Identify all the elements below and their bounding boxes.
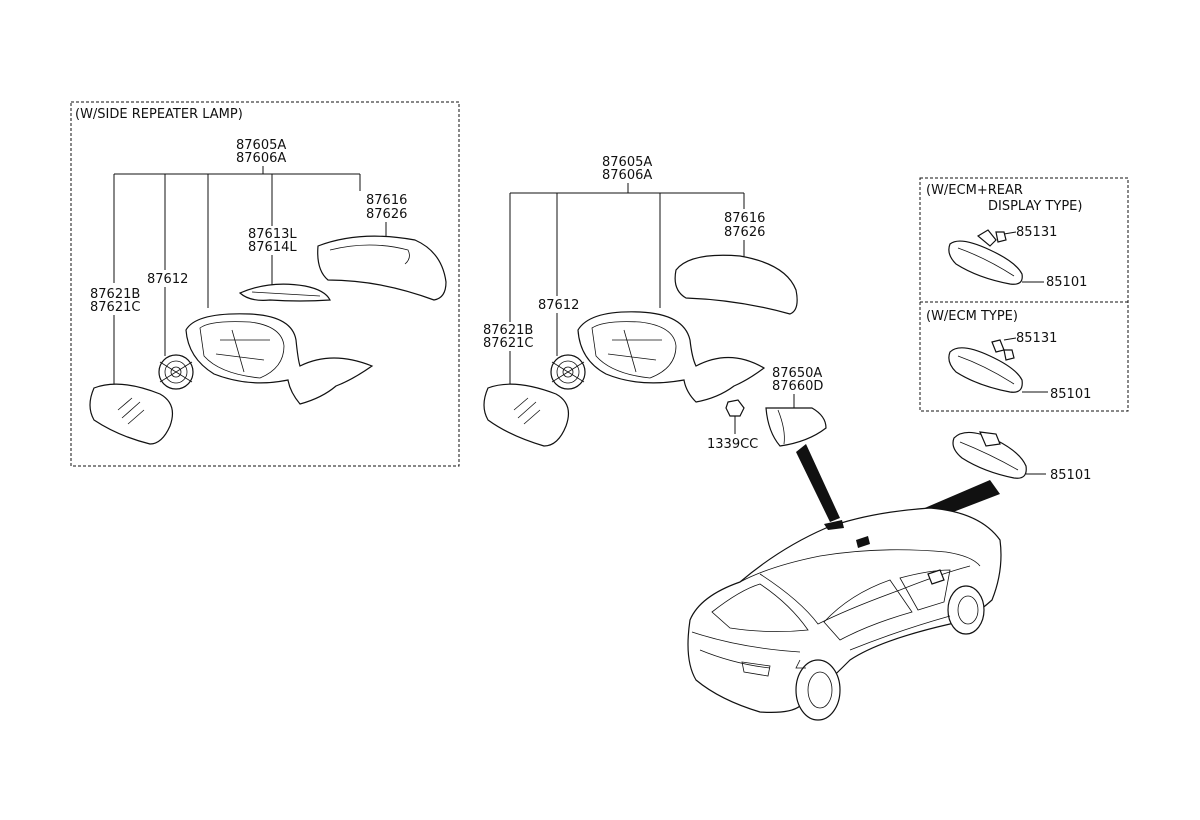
label-85131-ecm-rear: 85131 — [1016, 225, 1057, 240]
mirror-glass-mid — [483, 383, 569, 447]
ecm-groups: (W/ECM+REAR DISPLAY TYPE) 85131 85101 (W… — [919, 177, 1129, 483]
label-87650a: 87650A — [772, 366, 822, 381]
ecm-title: (W/ECM TYPE) — [926, 309, 1018, 324]
actuator-mid — [550, 354, 586, 390]
label-87612-left: 87612 — [147, 272, 188, 287]
nut-1339cc — [725, 399, 745, 434]
ecm-box — [919, 177, 1129, 412]
rear-wheel — [795, 659, 841, 721]
label-1339cc: 1339CC — [707, 437, 758, 452]
label-85131-ecm: 85131 — [1016, 331, 1057, 346]
ecm-rear-title-2: DISPLAY TYPE) — [988, 199, 1082, 214]
mirror-cover-left — [317, 235, 447, 301]
label-87614l: 87614L — [248, 240, 297, 255]
label-87606a-mid: 87606A — [602, 168, 652, 183]
repeater-lamp — [238, 283, 331, 302]
label-87626-left: 87626 — [366, 207, 407, 222]
front-wheel — [947, 585, 985, 635]
standard-mirror-group: 87605A 87606A 87616 87626 87612 87621B 8… — [483, 155, 827, 452]
label-87621b-left: 87621B — [90, 287, 140, 302]
label-87605a-mid: 87605A — [602, 155, 652, 170]
mirror-housing-left — [185, 313, 374, 405]
label-87626-mid: 87626 — [724, 225, 765, 240]
label-87621b-mid: 87621B — [483, 323, 533, 338]
label-85101-inside: 85101 — [1050, 468, 1091, 483]
mirror-housing-mid — [577, 311, 766, 403]
inside-mirror-ecm-rear — [948, 240, 1023, 285]
label-87616-mid: 87616 — [724, 211, 765, 226]
mirror-cover-mid — [674, 254, 798, 315]
ecm-rear-title-1: (W/ECM+REAR — [926, 183, 1023, 198]
label-87621c-left: 87621C — [90, 300, 140, 315]
inside-mirror-ecm — [948, 347, 1023, 393]
leader-trim — [796, 444, 840, 522]
label-87660d: 87660D — [772, 379, 823, 394]
actuator-left — [158, 354, 194, 390]
label-87616-left: 87616 — [366, 193, 407, 208]
side-repeater-title: (W/SIDE REPEATER LAMP) — [75, 107, 243, 122]
label-87612-mid: 87612 — [538, 298, 579, 313]
label-87606a-left: 87606A — [236, 151, 286, 166]
vehicle-illustration — [687, 444, 1002, 721]
label-85101-ecm: 85101 — [1050, 387, 1091, 402]
label-87621c-mid: 87621C — [483, 336, 533, 351]
mirror-trim — [765, 407, 827, 447]
label-87605a-left: 87605A — [236, 138, 286, 153]
side-repeater-group: (W/SIDE REPEATER LAMP) 87605A 87606A 876… — [70, 101, 460, 467]
label-85101-ecm-rear: 85101 — [1046, 275, 1087, 290]
mirror-glass-left — [89, 383, 173, 445]
side-repeater-box — [70, 101, 460, 467]
label-87613l: 87613L — [248, 227, 297, 242]
